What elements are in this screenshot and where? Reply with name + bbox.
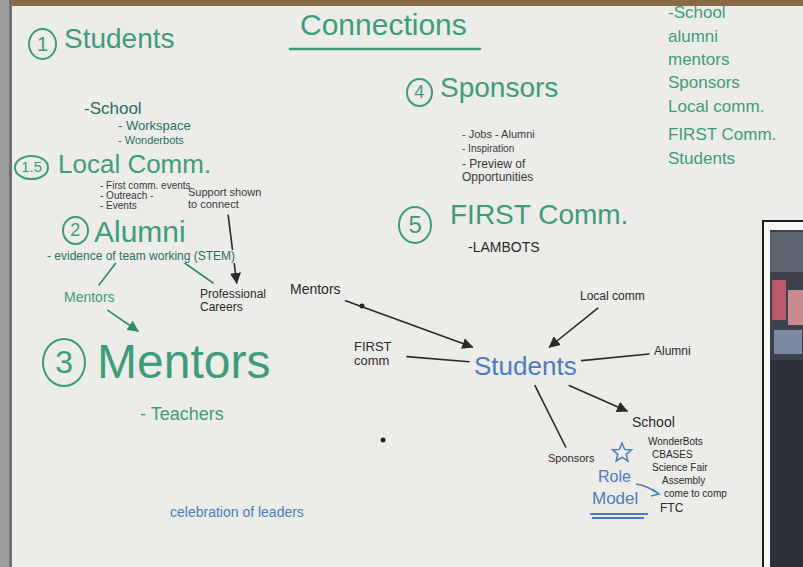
- connector-line: [569, 386, 627, 411]
- note-text: Assembly: [662, 475, 705, 486]
- text-node: Students: [472, 350, 579, 383]
- text-node: Mentors: [95, 334, 272, 391]
- callout-number: 1: [28, 28, 57, 60]
- node-text: FIRST comm: [354, 340, 402, 369]
- text-node: FIRST comm: [352, 338, 404, 371]
- note-text: - Jobs - Alumni: [462, 128, 535, 140]
- note-text: FIRST Comm.: [668, 126, 776, 145]
- note-text: - Preview of Opportunities: [462, 158, 582, 184]
- node-text: Support shown to connect: [188, 186, 264, 210]
- node-text: Mentors: [64, 290, 115, 305]
- note-text: CBASES: [652, 449, 693, 460]
- connector-line: [535, 386, 566, 447]
- note-text: Sponsors: [668, 74, 740, 93]
- note-text: mentors: [668, 51, 729, 70]
- node-text: Alumni: [654, 345, 691, 358]
- text-node: Professional Careers: [198, 286, 280, 316]
- connector-line: [407, 357, 469, 362]
- node-text: School: [632, 415, 675, 430]
- note-text: - First comm. events: [100, 180, 191, 191]
- text-node: Mentors: [288, 280, 343, 299]
- text-node: Alumni: [652, 343, 693, 360]
- note-text: WonderBots: [648, 436, 703, 447]
- inset-photo-figure: [788, 290, 803, 325]
- node-text: Alumni: [94, 215, 186, 248]
- note-text: Model: [592, 490, 638, 509]
- node-text: Sponsors: [548, 452, 594, 464]
- node-text: Mentors: [97, 336, 270, 389]
- note-text: Local comm.: [668, 98, 764, 117]
- note-text: celebration of leaders: [170, 505, 304, 520]
- callout-number: 5: [398, 206, 432, 244]
- inset-frame: [763, 221, 803, 567]
- title-underline: [290, 48, 480, 51]
- connector-line: [549, 308, 597, 347]
- note-text: Students: [668, 150, 735, 169]
- connector-line: [582, 354, 649, 361]
- note-text: - Workspace: [118, 119, 191, 133]
- callout-number: 4: [406, 78, 433, 107]
- note-text: - Inspiration: [462, 143, 514, 154]
- note-text: Role: [598, 468, 631, 486]
- callout-number: 2: [62, 216, 89, 245]
- note-text: - Events: [100, 200, 137, 211]
- node-text: Local comm: [580, 290, 645, 303]
- note-text: Local Comm.: [58, 150, 211, 179]
- note-text: - Wonderbots: [118, 134, 184, 146]
- text-node: Local comm: [578, 288, 647, 305]
- model-underline: [592, 517, 644, 519]
- diagram-title: Connections: [300, 8, 467, 41]
- inset-photo: [770, 230, 803, 567]
- callout-number: 3: [42, 338, 86, 387]
- note-text: -School: [668, 4, 726, 23]
- note-text: - Outreach -: [100, 190, 153, 201]
- node-text: Students: [474, 352, 577, 381]
- node-text: Mentors: [290, 282, 341, 297]
- inset-photo-area: [770, 360, 803, 567]
- inset-photo-figure: [772, 280, 786, 320]
- note-text: come to comp: [664, 488, 727, 499]
- callout-number: 1.5: [14, 155, 49, 180]
- inset-photo-area: [770, 232, 803, 272]
- text-node: Alumni: [92, 213, 188, 250]
- text-node: Mentors: [62, 288, 117, 307]
- photo-inset: [763, 221, 803, 567]
- text-node: School: [630, 413, 677, 432]
- text-node: Support shown to connect: [186, 184, 266, 212]
- role-arrow: [636, 484, 657, 493]
- connector-line: [108, 310, 138, 331]
- note-text: Science Fair: [652, 462, 708, 473]
- node-text: Professional Careers: [200, 288, 278, 314]
- note-text: Students: [64, 24, 175, 55]
- note-text: -School: [84, 100, 142, 119]
- board-left-frame: [0, 0, 9, 567]
- role-arrowhead: [651, 489, 659, 496]
- marker-dot: [381, 438, 386, 443]
- note-text: - evidence of team working (STEM): [45, 250, 237, 263]
- note-text: FTC: [660, 502, 683, 515]
- note-text: FIRST Comm.: [450, 200, 628, 231]
- note-text: Sponsors: [440, 73, 558, 104]
- model-underline: [590, 513, 648, 515]
- board-left-edge: [9, 0, 12, 567]
- text-node: Sponsors: [546, 450, 596, 466]
- star-mark: [613, 443, 632, 461]
- note-text: - Teachers: [140, 405, 224, 425]
- note-text: -LAMBOTS: [468, 240, 540, 255]
- inset-photo-area: [774, 330, 802, 354]
- note-text: alumni: [668, 28, 718, 47]
